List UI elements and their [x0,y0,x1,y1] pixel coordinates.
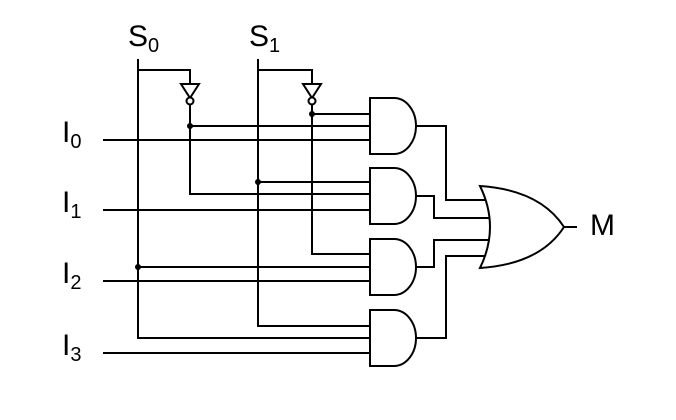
and-gate-1 [369,97,417,155]
s1-bar-wire [311,103,371,255]
select-label-s0: S0 [128,20,159,57]
s0-bar-wire [189,103,371,195]
junction-dot [135,264,141,270]
and-gate-4 [369,309,417,367]
and2-to-or-wire [415,195,493,219]
output-label-m: M [590,209,615,242]
inverter-s0-bubble [185,96,195,106]
inverter-s1-bubble [307,96,317,106]
s1-to-inverter-wire [257,69,313,85]
and4-to-or-wire [415,255,489,339]
junction-dot [187,123,193,129]
and1-to-or-wire [415,125,489,201]
input-label-i0: I0 [62,116,81,153]
select-label-s1: S1 [249,20,280,57]
input-label-i2: I2 [62,257,81,294]
input-label-i3: I3 [62,329,81,366]
junction-dot [309,111,315,117]
and-gate-3 [369,238,417,296]
and-gate-2 [369,167,417,225]
inverter-s1 [301,83,323,100]
and3-to-or-wire [415,239,493,268]
inverter-s0 [179,83,201,100]
or-gate [478,184,566,270]
s1-vertical-wire [257,59,371,327]
junction-dot [255,179,261,185]
input-label-i1: I1 [62,186,81,223]
s0-to-inverter-wire [137,69,191,85]
s0-vertical-wire [137,59,371,339]
